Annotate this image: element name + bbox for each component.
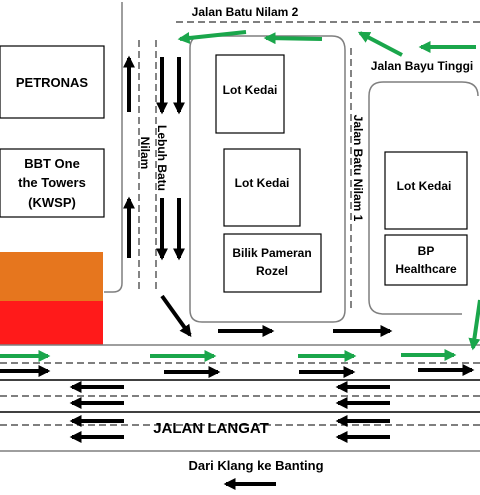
lot-kedai-3 <box>384 151 468 230</box>
petronas-label: PETRONAS <box>16 75 89 90</box>
lot-kedai-3-label: Lot Kedai <box>397 179 452 193</box>
bbt-label-line-1: BBT One <box>24 156 80 171</box>
road-label-jalan-langat: JALAN LANGAT <box>153 420 269 437</box>
bp-label-line-2: Healthcare <box>395 262 457 276</box>
bbt-label-line-2: the Towers <box>18 175 86 190</box>
lot-kedai-1 <box>215 54 285 134</box>
bp-label-line-1: BP <box>418 244 435 258</box>
arrow-up-icon <box>468 299 480 351</box>
direction-label: Dari Klang ke Banting <box>188 458 323 473</box>
arrow-left-icon <box>177 30 247 44</box>
arrow-down-icon <box>160 294 192 337</box>
green-arrows <box>0 30 480 362</box>
rozel-label-line-1: Bilik Pameran <box>232 246 311 260</box>
bbt-label-line-3: (KWSP) <box>28 195 76 210</box>
road-label-batu-nilam-2: Jalan Batu Nilam 2 <box>192 5 299 19</box>
lot-kedai-2 <box>223 148 301 227</box>
bbt-building <box>0 148 105 218</box>
road-label-batu-nilam-1: Jalan Batu Nilam 1 <box>351 115 365 222</box>
road-label-bayu-tinggi: Jalan Bayu Tinggi <box>371 59 473 73</box>
lot-kedai-2-label: Lot Kedai <box>235 176 290 190</box>
lot-kedai-1-label: Lot Kedai <box>223 83 278 97</box>
black-arrows <box>0 55 475 490</box>
road-label-lebuh-batu: Lebuh Batu <box>155 125 169 191</box>
center-lines <box>0 379 480 413</box>
petronas-building <box>0 45 105 119</box>
road-label-nilam: Nilam <box>138 137 152 170</box>
orange-block <box>0 252 103 301</box>
bp-building <box>384 234 468 286</box>
rozel-building <box>223 233 322 293</box>
arrow-up-icon <box>357 31 403 57</box>
road-edges <box>0 2 480 452</box>
red-block <box>0 301 103 345</box>
rozel-label-line-2: Rozel <box>256 264 288 278</box>
arrow-left-icon <box>263 32 323 45</box>
